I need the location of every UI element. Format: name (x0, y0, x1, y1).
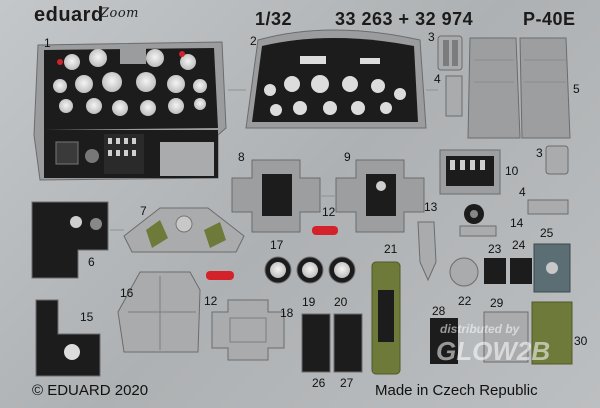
part-7 (123, 207, 245, 253)
part-label: 2 (250, 34, 257, 48)
part-label: 26 (312, 376, 326, 390)
catalog-codes: 33 263 + 32 974 (335, 9, 474, 29)
part-label: 30 (574, 334, 588, 348)
part-label: 12 (204, 294, 218, 308)
part-6 (31, 201, 109, 279)
part-15 (35, 299, 101, 377)
part-label: 22 (458, 294, 472, 308)
part-label: 3 (536, 146, 543, 160)
part-label: 28 (432, 304, 446, 318)
part-label: 20 (334, 295, 348, 309)
part-label: 21 (384, 242, 398, 256)
parts-28-30 (430, 301, 573, 365)
watermark-logo: GLOW2B (436, 336, 551, 366)
part-12-red-lower (206, 271, 234, 280)
part-21 (371, 261, 401, 375)
part-label: 15 (80, 310, 94, 324)
part-12-red-upper (312, 226, 338, 235)
part-label: 29 (490, 296, 504, 310)
part-16 (117, 271, 201, 353)
watermark-line1: distributed by (440, 322, 520, 336)
part-label: 8 (238, 150, 245, 164)
part-label: 13 (424, 200, 438, 214)
part-label: 27 (340, 376, 354, 390)
brand-script-logo: Zoom (100, 6, 140, 21)
model-name: P-40E (523, 9, 576, 29)
part-label: 6 (88, 255, 95, 269)
part-label: 9 (344, 150, 351, 164)
part-label: 17 (270, 238, 284, 252)
part-label: 5 (573, 82, 580, 96)
origin-text: Made in Czech Republic (375, 382, 538, 399)
parts-22-25 (449, 243, 571, 293)
parts-13-14 (417, 204, 497, 282)
part-label: 18 (280, 306, 294, 320)
part-label: 25 (540, 226, 554, 240)
part-label: 16 (120, 286, 134, 300)
part-label: 12 (322, 205, 336, 219)
part-1-instrument-panel (33, 41, 227, 181)
part-18 (211, 299, 285, 361)
part-label: 7 (140, 204, 147, 218)
parts-8-9 (231, 159, 425, 233)
part-2-instrument-panel (245, 29, 427, 129)
parts-3-4-5 (437, 35, 571, 215)
parts-17-19-20 (264, 256, 356, 284)
brand-logo: eduard (34, 4, 104, 26)
part-label: 4 (434, 72, 441, 86)
sprue-lines (110, 89, 438, 231)
copyright-text: © EDUARD 2020 (32, 382, 149, 399)
scale-label: 1/32 (255, 9, 293, 29)
part-label: 23 (488, 242, 502, 256)
part-label: 14 (510, 216, 524, 230)
parts-26-27 (301, 313, 363, 373)
part-label: 10 (505, 164, 519, 178)
part-10 (439, 149, 501, 195)
part-label: 19 (302, 295, 316, 309)
part-label: 1 (44, 36, 51, 50)
part-label: 24 (512, 238, 526, 252)
part-label: 4 (519, 185, 526, 199)
part-label: 3 (428, 30, 435, 44)
